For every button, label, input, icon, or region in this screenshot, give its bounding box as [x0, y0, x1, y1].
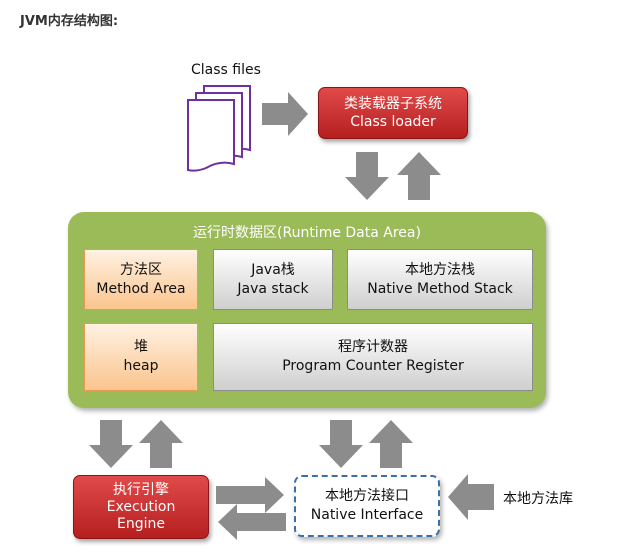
class-loader-cn: 类装载器子系统 [344, 96, 442, 112]
arrow-left-icon [448, 474, 494, 520]
heap-en: heap [123, 358, 159, 374]
native-interface-cn: 本地方法接口 [325, 488, 409, 504]
arrow-right-icon [262, 92, 308, 136]
native-method-stack-en: Native Method Stack [367, 280, 513, 297]
java-stack-cn: Java栈 [251, 261, 295, 278]
program-counter-register-en: Program Counter Register [282, 358, 464, 374]
program-counter-register-cn: 程序计数器 [338, 339, 408, 355]
arrow-down-icon [89, 420, 133, 468]
document-stack-icon [187, 85, 251, 172]
java-stack-en: Java stack [237, 280, 309, 297]
execution-engine-cn: 执行引擎 [113, 481, 169, 498]
native-method-stack-box: 本地方法栈 Native Method Stack [347, 249, 533, 310]
execution-engine-en-1: Execution [106, 498, 176, 515]
arrow-right-icon [216, 477, 284, 513]
program-counter-register-box: 程序计数器 Program Counter Register [213, 323, 533, 391]
heap-box: 堆 heap [84, 323, 198, 391]
native-interface-en: Native Interface [310, 507, 424, 523]
execution-engine-box: 执行引擎 Execution Engine [73, 475, 209, 539]
class-files-label: Class files [191, 62, 261, 78]
arrow-up-icon [369, 420, 413, 468]
arrow-up-icon [139, 420, 183, 468]
method-area-box: 方法区 Method Area [84, 249, 198, 310]
native-method-stack-cn: 本地方法栈 [405, 261, 475, 278]
arrow-left-icon [218, 504, 286, 540]
arrow-up-icon [397, 152, 441, 200]
arrow-down-icon [319, 420, 363, 468]
java-stack-box: Java栈 Java stack [213, 249, 333, 310]
page-heading: JVM内存结构图: [20, 14, 119, 29]
native-library-label: 本地方法库 [503, 491, 573, 507]
class-loader-en: Class loader [350, 114, 436, 130]
heap-cn: 堆 [134, 339, 148, 355]
runtime-data-area-title: 运行时数据区(Runtime Data Area) [193, 225, 421, 241]
arrow-down-icon [345, 152, 389, 200]
class-loader-box: 类装载器子系统 Class loader [318, 87, 468, 139]
method-area-cn: 方法区 [120, 261, 162, 278]
method-area-en: Method Area [96, 280, 186, 297]
execution-engine-en-2: Engine [117, 515, 165, 532]
native-interface-box: 本地方法接口 Native Interface [294, 475, 440, 537]
